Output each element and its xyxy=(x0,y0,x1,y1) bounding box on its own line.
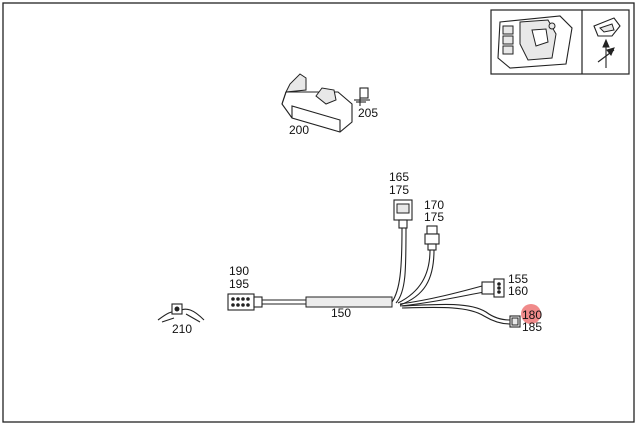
callout-200[interactable]: 200 xyxy=(289,123,309,137)
callout-185[interactable]: 185 xyxy=(522,320,542,334)
callout-175-upper[interactable]: 175 xyxy=(389,183,409,197)
callout-195[interactable]: 195 xyxy=(229,277,249,291)
seat-switch-thumbnail-icon xyxy=(497,15,573,69)
orientation-arrow-icon xyxy=(597,38,615,68)
callout-180-highlight xyxy=(521,304,541,324)
callout-165[interactable]: 165 xyxy=(389,170,409,184)
callout-170[interactable]: 170 xyxy=(424,198,444,212)
connector-180-part xyxy=(509,315,521,328)
callout-150[interactable]: 150 xyxy=(331,306,351,320)
wiring-harness-part xyxy=(262,227,511,325)
callout-180[interactable]: 180 xyxy=(522,308,542,322)
location-thumbnail xyxy=(490,9,630,75)
connector-190-part xyxy=(227,293,263,311)
switch-unit-part xyxy=(281,73,353,133)
door-handle-thumbnail-icon xyxy=(593,17,621,37)
connector-155-part xyxy=(481,278,505,298)
screw-part xyxy=(354,87,370,106)
connector-165-part xyxy=(393,199,413,229)
callout-175-lower[interactable]: 175 xyxy=(424,210,444,224)
callout-190[interactable]: 190 xyxy=(229,264,249,278)
callout-205[interactable]: 205 xyxy=(358,106,378,120)
callout-210[interactable]: 210 xyxy=(172,322,192,336)
callout-160[interactable]: 160 xyxy=(508,284,528,298)
callout-155[interactable]: 155 xyxy=(508,272,528,286)
ground-clip-part xyxy=(157,303,205,323)
diagram-frame xyxy=(2,2,635,423)
connector-170-part xyxy=(424,225,440,251)
